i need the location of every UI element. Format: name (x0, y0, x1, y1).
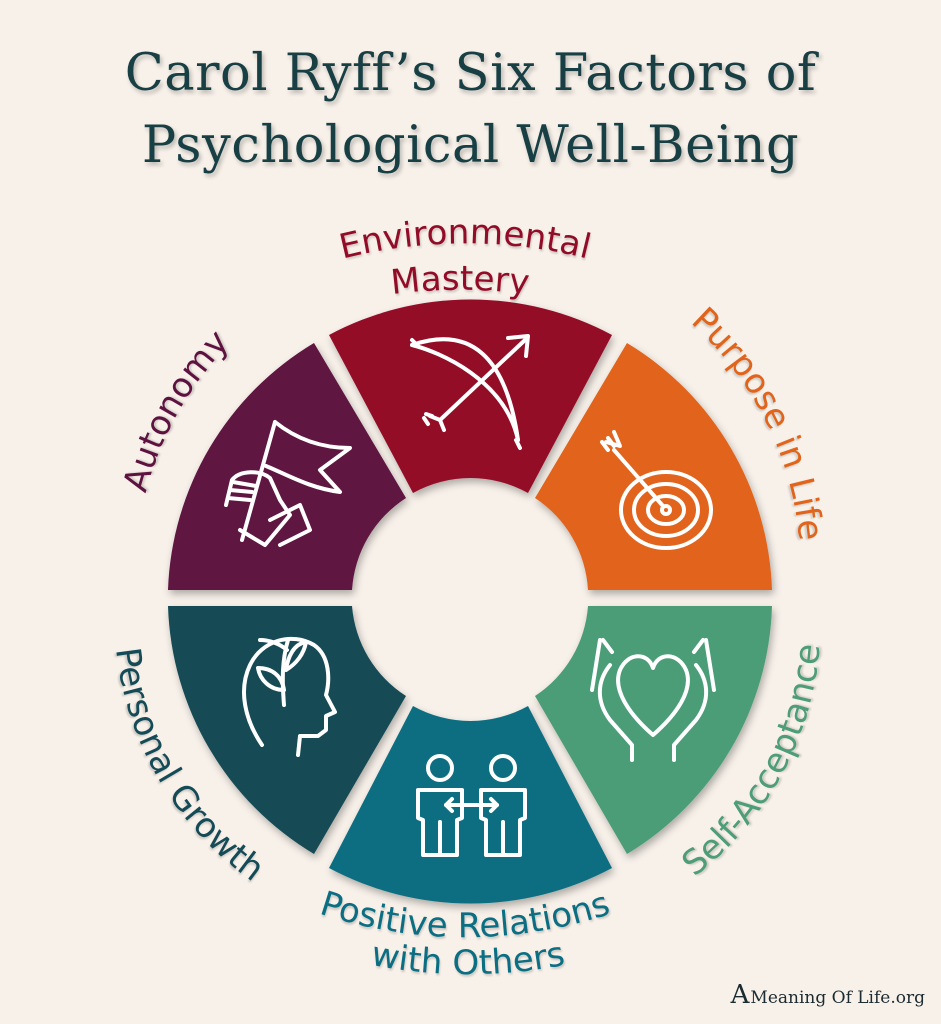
page-title: Carol Ryff’s Six Factors of Psychologica… (0, 38, 941, 182)
logo-initial: A (730, 980, 750, 1010)
bow-and-arrow-icon (410, 334, 530, 450)
target-icon (600, 430, 713, 550)
hands-heart-icon (590, 638, 716, 762)
title-line-1: Carol Ryff’s Six Factors of (124, 44, 817, 103)
logo-text: Meaning Of Life.org (750, 988, 925, 1008)
hand-flag-icon (224, 420, 352, 547)
title-line-2: Psychological Well-Being (141, 116, 800, 175)
segment-purpose-in-life (535, 343, 772, 590)
segment-personal-growth (168, 606, 406, 854)
head-plant-icon (242, 636, 337, 757)
segment-autonomy (168, 343, 406, 590)
two-people-icon (416, 754, 527, 857)
segment-environmental-mastery (329, 299, 612, 493)
site-logo: AMeaning Of Life.org (731, 980, 925, 1010)
label-environmental-mastery-line2: Mastery (389, 259, 532, 303)
